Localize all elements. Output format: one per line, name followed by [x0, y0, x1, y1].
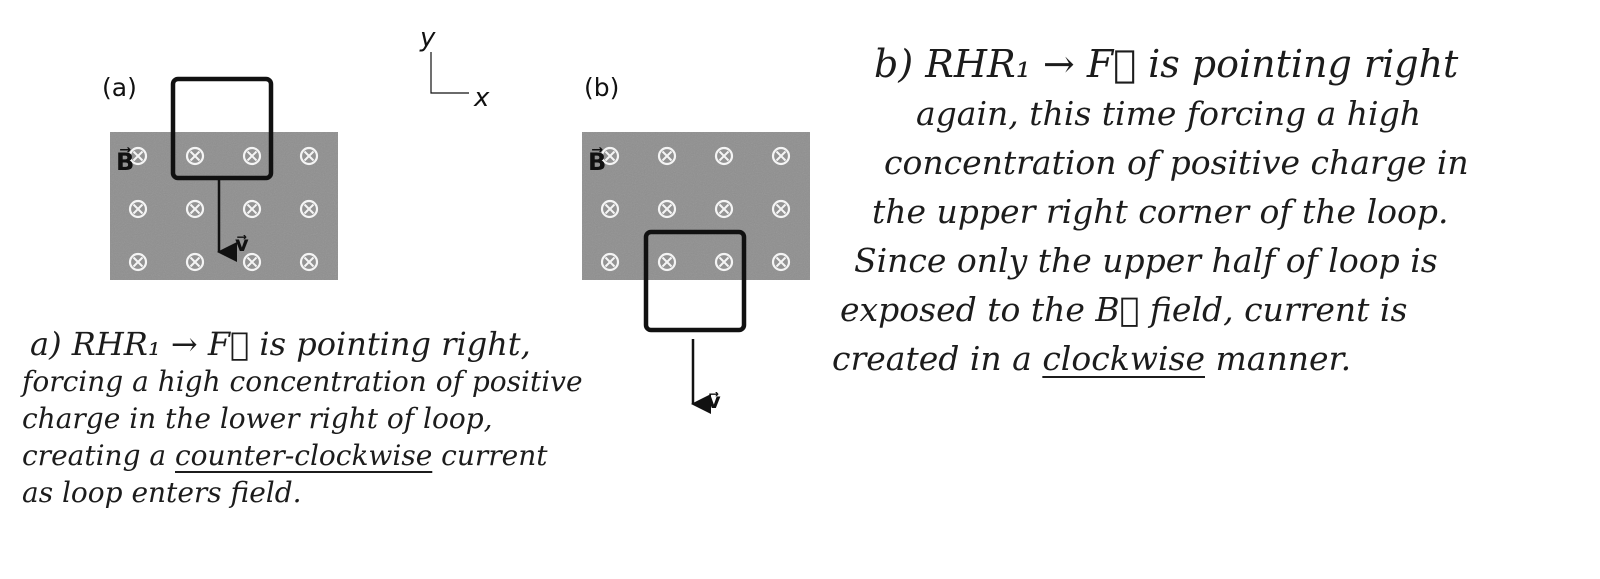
- field-into-page-symbol: [714, 199, 734, 219]
- panel-a-loop: [170, 76, 274, 181]
- field-into-page-symbol: [299, 199, 319, 219]
- answer-b-text: created in a: [832, 339, 1043, 378]
- answer-a-text: creating a: [22, 439, 175, 472]
- answer-a-text: current: [432, 439, 548, 472]
- axes-indicator: y x: [419, 23, 490, 113]
- field-into-page-symbol: [771, 252, 791, 272]
- field-into-page-symbol: [657, 252, 677, 272]
- answer-b-line: again, this time forcing a high: [916, 94, 1421, 133]
- field-into-page-symbol: [242, 252, 262, 272]
- field-into-page-symbol: [128, 252, 148, 272]
- answer-b-underlined-term: clockwise: [1042, 339, 1205, 378]
- field-into-page-symbol: [714, 252, 734, 272]
- panel-a: (a) B⃗ v⃗: [102, 73, 338, 280]
- answer-a-line: charge in the lower right of loop,: [22, 402, 493, 435]
- panel-a-velocity-label: v⃗: [235, 232, 249, 256]
- field-into-page-symbol: [185, 252, 205, 272]
- answer-b-line: concentration of positive charge in: [884, 143, 1469, 182]
- answer-a-line: a) RHR₁ → F⃗ is pointing right,: [30, 325, 531, 363]
- answer-a-line: as loop enters field.: [22, 476, 302, 509]
- panel-a-field-symbols: [128, 146, 319, 272]
- answer-a: a) RHR₁ → F⃗ is pointing right, forcing …: [22, 326, 583, 511]
- panel-b-loop: [643, 229, 747, 333]
- panel-a-label: (a): [102, 73, 137, 102]
- field-into-page-symbol: [771, 199, 791, 219]
- panel-b: (b) B⃗ v⃗: [582, 73, 810, 414]
- axis-y-label: y: [419, 23, 436, 53]
- field-into-page-symbol: [600, 252, 620, 272]
- field-into-page-symbol: [242, 199, 262, 219]
- answer-b: b) RHR₁ → F⃗ is pointing right again, th…: [832, 40, 1469, 383]
- panel-b-field-symbols: [600, 146, 791, 272]
- field-into-page-symbol: [299, 146, 319, 166]
- answer-a-underlined-term: counter-clockwise: [175, 439, 433, 472]
- answer-b-line: the upper right corner of the loop.: [872, 192, 1449, 231]
- field-into-page-symbol: [128, 199, 148, 219]
- field-into-page-symbol: [600, 146, 620, 166]
- answer-b-line: Since only the upper half of loop is: [854, 241, 1438, 280]
- answer-b-text: manner.: [1204, 339, 1352, 378]
- answer-b-line: exposed to the B⃗ field, current is: [840, 290, 1408, 329]
- field-into-page-symbol: [657, 199, 677, 219]
- field-into-page-symbol: [657, 146, 677, 166]
- answer-b-line: created in a clockwise manner.: [832, 334, 1469, 383]
- field-into-page-symbol: [242, 146, 262, 166]
- panel-b-field-label: B⃗: [588, 147, 606, 176]
- field-into-page-symbol: [714, 146, 734, 166]
- field-into-page-symbol: [771, 146, 791, 166]
- field-into-page-symbol: [128, 146, 148, 166]
- field-into-page-symbol: [185, 146, 205, 166]
- answer-b-line: b) RHR₁ → F⃗ is pointing right: [874, 42, 1459, 86]
- panel-b-velocity-label: v⃗: [707, 389, 721, 413]
- panel-b-label: (b): [584, 73, 619, 102]
- field-into-page-symbol: [185, 199, 205, 219]
- field-into-page-symbol: [600, 199, 620, 219]
- axis-x-label: x: [473, 83, 490, 113]
- field-into-page-symbol: [299, 252, 319, 272]
- answer-a-line: forcing a high concentration of positive: [22, 365, 583, 398]
- answer-a-line: creating a counter-clockwise current: [22, 437, 583, 474]
- panel-a-field-label: B⃗: [116, 147, 134, 176]
